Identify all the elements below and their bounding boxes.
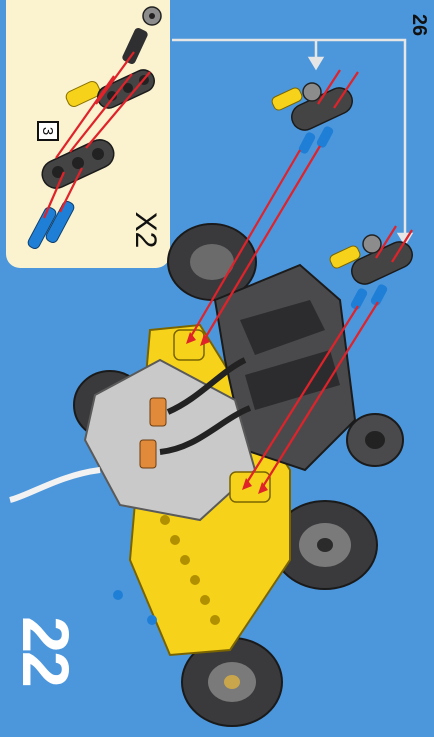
sub-assembly-count-box: 3	[37, 121, 59, 141]
page-number: 26	[398, 10, 434, 40]
sub-assembly-bottom	[328, 235, 416, 311]
dark-beam-part	[38, 135, 119, 192]
step-number: 22	[0, 611, 101, 691]
quantity-label: X2	[125, 203, 165, 257]
yellow-connector-part	[64, 66, 158, 111]
gray-axle-part	[121, 7, 161, 65]
blue-pins-part	[26, 200, 75, 250]
callout-connector-lines	[172, 40, 411, 244]
